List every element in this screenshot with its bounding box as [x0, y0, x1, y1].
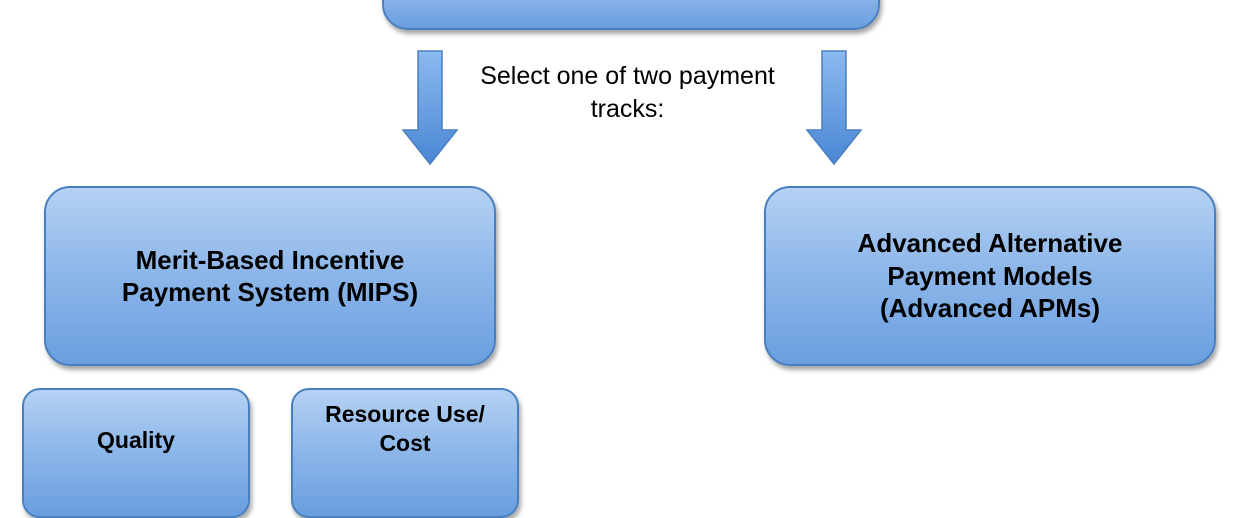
resource-use-cost-box: Resource Use/ Cost [291, 388, 519, 518]
track-selection-prompt: Select one of two payment tracks: [480, 62, 775, 123]
quality-box: Quality [22, 388, 250, 518]
right-down-arrow-icon [806, 50, 862, 166]
quality-label: Quality [97, 427, 175, 453]
mips-label: Merit-Based Incentive Payment System (MI… [121, 244, 419, 308]
resource-use-cost-label: Resource Use/ Cost [325, 401, 485, 456]
left-down-arrow-icon [402, 50, 458, 166]
mips-box: Merit-Based Incentive Payment System (MI… [44, 186, 496, 366]
advanced-apms-label: Advanced Alternative Payment Models (Adv… [857, 228, 1123, 324]
top-box [382, 0, 880, 30]
advanced-apms-box: Advanced Alternative Payment Models (Adv… [764, 186, 1216, 366]
